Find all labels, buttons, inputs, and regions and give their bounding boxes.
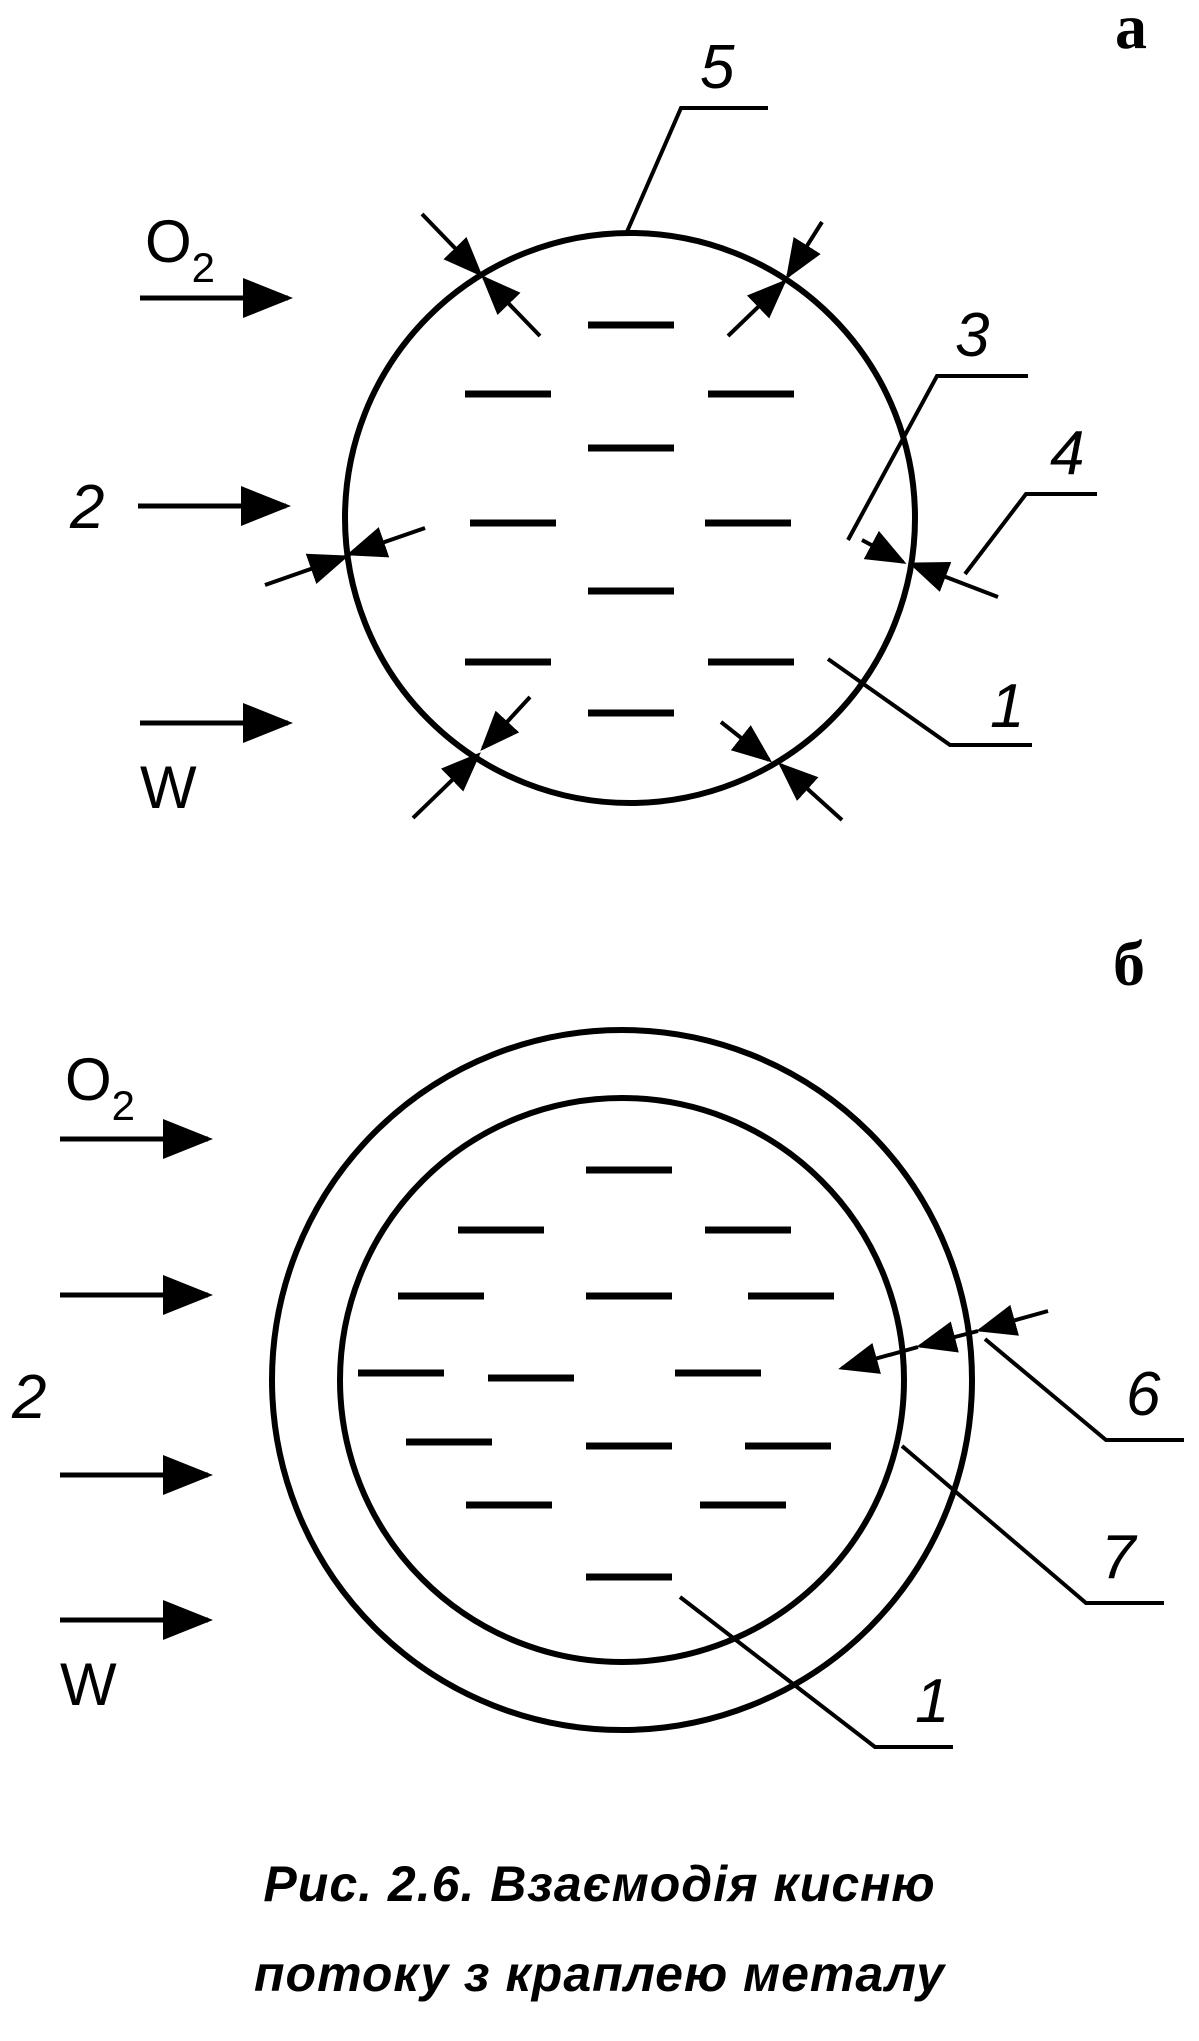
panel-b-leaders bbox=[678, 1337, 1184, 1749]
arrow bbox=[838, 1342, 919, 1374]
figure-caption-line-2: потоку з краплею металу bbox=[253, 1946, 946, 2002]
panel-b-inner-circle bbox=[337, 1095, 907, 1665]
panel-b-w-flow: W bbox=[60, 1600, 213, 1718]
panel-a-label: а bbox=[1115, 0, 1147, 62]
panel-a-dashes bbox=[465, 321, 794, 717]
panel-a-leaders bbox=[624, 106, 1097, 747]
panel-a-label-3: 3 bbox=[955, 301, 989, 370]
panel-b: б O2 2 W bbox=[11, 928, 1184, 1749]
arrow bbox=[481, 275, 542, 338]
panel-a-label-1: 1 bbox=[990, 672, 1024, 741]
panel-b-o2-label: O2 bbox=[65, 1046, 135, 1129]
leader-3 bbox=[846, 374, 1028, 541]
leader-1 bbox=[826, 657, 1032, 747]
leader-1 bbox=[678, 1595, 953, 1749]
panel-b-o2-main: O bbox=[65, 1046, 112, 1113]
panel-a-surface-arrows bbox=[264, 212, 999, 822]
panel-a-o2-flow: O2 bbox=[140, 208, 293, 318]
panel-a-w-flow: W bbox=[140, 703, 293, 821]
arrow bbox=[976, 1304, 1049, 1336]
arrow bbox=[916, 1321, 979, 1353]
panel-b-dashes bbox=[358, 1166, 834, 1581]
arrow bbox=[719, 720, 773, 763]
arrow bbox=[264, 553, 349, 587]
panel-b-label-7: 7 bbox=[1101, 1523, 1138, 1592]
panel-b-label-6: 6 bbox=[1126, 1360, 1161, 1429]
arrow bbox=[861, 530, 907, 564]
panel-b-label: б bbox=[1113, 928, 1145, 999]
arrow bbox=[778, 762, 844, 822]
arrow bbox=[726, 279, 787, 338]
panel-a-droplet-circle bbox=[342, 230, 918, 806]
figure-caption-line-1: Рис. 2.6. Взаємодія кисню bbox=[263, 1856, 936, 1912]
arrow bbox=[411, 752, 481, 820]
panel-a-o2-main: O bbox=[145, 208, 192, 275]
arrow bbox=[480, 695, 532, 751]
panel-a-flow-label-2: 2 bbox=[69, 473, 104, 542]
panel-b-shell-arrows bbox=[838, 1304, 1049, 1374]
arrow bbox=[785, 220, 824, 280]
panel-b-w-label: W bbox=[60, 1651, 117, 1718]
panel-a-o2-label: O2 bbox=[145, 208, 215, 291]
panel-a-o2-sub: 2 bbox=[192, 244, 215, 291]
panel-a-middle-flow: 2 bbox=[69, 473, 291, 542]
panel-b-o2-sub: 2 bbox=[112, 1082, 135, 1129]
leader-7 bbox=[900, 1444, 1164, 1605]
panel-b-flow-label-2: 2 bbox=[11, 1363, 46, 1432]
panel-a-label-4: 4 bbox=[1050, 419, 1084, 488]
panel-a-w-label: W bbox=[140, 754, 197, 821]
panel-b-outer-circle bbox=[269, 1027, 975, 1733]
panel-a-label-5: 5 bbox=[700, 33, 735, 102]
arrow bbox=[908, 561, 999, 599]
leader-6 bbox=[983, 1337, 1184, 1442]
leader-4 bbox=[963, 492, 1097, 576]
panel-a: а O2 2 W bbox=[69, 0, 1147, 822]
arrow bbox=[420, 212, 483, 277]
panel-b-label-1: 1 bbox=[915, 1667, 949, 1736]
arrow bbox=[346, 526, 426, 558]
panel-b-o2-flow: O2 bbox=[60, 1046, 213, 1159]
leader-5 bbox=[624, 106, 768, 235]
